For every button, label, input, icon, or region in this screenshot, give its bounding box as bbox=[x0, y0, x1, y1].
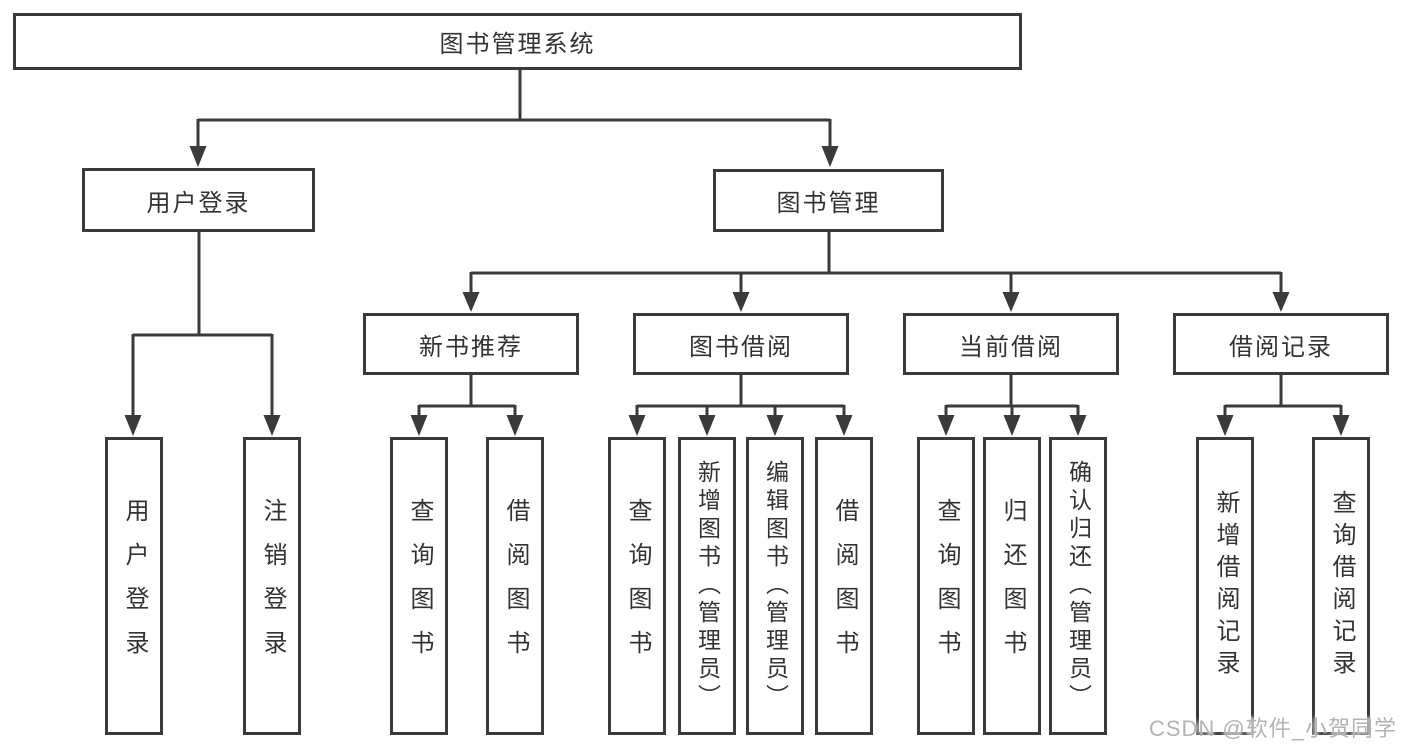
node-leaf-edit-books-admin-label: 编辑图书（管理员） bbox=[762, 460, 789, 712]
node-current-borrowing: 当前借阅 bbox=[903, 313, 1119, 375]
node-leaf-add-books-admin: 新增图书（管理员） bbox=[678, 437, 736, 735]
node-leaf-query-books-bb-label: 查询图书 bbox=[624, 498, 651, 674]
node-borrowing-records: 借阅记录 bbox=[1173, 313, 1389, 375]
node-leaf-borrow-books-bb: 借阅图书 bbox=[815, 437, 873, 735]
node-leaf-borrow-books-bb-label: 借阅图书 bbox=[831, 498, 858, 674]
node-new-book-recommend: 新书推荐 bbox=[363, 313, 579, 375]
node-borrowing-records-label: 借阅记录 bbox=[1229, 333, 1333, 361]
node-leaf-query-books-cb-label: 查询图书 bbox=[933, 498, 960, 674]
node-leaf-query-books-nb-label: 查询图书 bbox=[406, 498, 433, 674]
node-leaf-borrow-books-nb-label: 借阅图书 bbox=[502, 498, 529, 674]
node-leaf-query-borrow-record-label: 查询借阅记录 bbox=[1328, 490, 1355, 682]
node-book-borrowing: 图书借阅 bbox=[633, 313, 849, 375]
node-book-management-module-label: 图书管理 bbox=[776, 190, 881, 217]
node-current-borrowing-label: 当前借阅 bbox=[959, 333, 1063, 361]
node-leaf-return-books: 归还图书 bbox=[983, 437, 1041, 735]
node-leaf-user-login: 用户登录 bbox=[105, 437, 163, 735]
node-leaf-query-books-nb: 查询图书 bbox=[390, 437, 448, 735]
node-leaf-user-login-label: 用户登录 bbox=[121, 498, 148, 674]
node-leaf-logout-label: 注销登录 bbox=[259, 498, 286, 674]
node-leaf-query-books-bb: 查询图书 bbox=[608, 437, 666, 735]
node-leaf-logout: 注销登录 bbox=[243, 437, 301, 735]
node-new-book-recommend-label: 新书推荐 bbox=[419, 333, 523, 361]
node-leaf-add-books-admin-label: 新增图书（管理员） bbox=[694, 460, 721, 712]
node-root-system: 图书管理系统 bbox=[13, 13, 1022, 70]
node-leaf-add-borrow-record: 新增借阅记录 bbox=[1196, 437, 1254, 735]
node-leaf-query-borrow-record: 查询借阅记录 bbox=[1312, 437, 1370, 735]
node-leaf-query-books-cb: 查询图书 bbox=[917, 437, 975, 735]
arrowheads bbox=[124, 146, 1350, 436]
node-leaf-borrow-books-nb: 借阅图书 bbox=[486, 437, 544, 735]
node-user-login-module: 用户登录 bbox=[82, 168, 315, 232]
node-leaf-confirm-return-admin: 确认归还（管理员） bbox=[1049, 437, 1107, 735]
node-book-borrowing-label: 图书借阅 bbox=[689, 333, 793, 361]
node-leaf-return-books-label: 归还图书 bbox=[999, 498, 1026, 674]
node-leaf-add-borrow-record-label: 新增借阅记录 bbox=[1212, 490, 1239, 682]
node-root-system-label: 图书管理系统 bbox=[439, 31, 596, 58]
node-leaf-edit-books-admin: 编辑图书（管理员） bbox=[746, 437, 804, 735]
node-user-login-module-label: 用户登录 bbox=[146, 189, 251, 217]
node-leaf-confirm-return-admin-label: 确认归还（管理员） bbox=[1065, 460, 1092, 712]
node-book-management-module: 图书管理 bbox=[713, 169, 944, 232]
csdn-watermark: CSDN @软件_小贺同学 bbox=[1148, 716, 1397, 741]
